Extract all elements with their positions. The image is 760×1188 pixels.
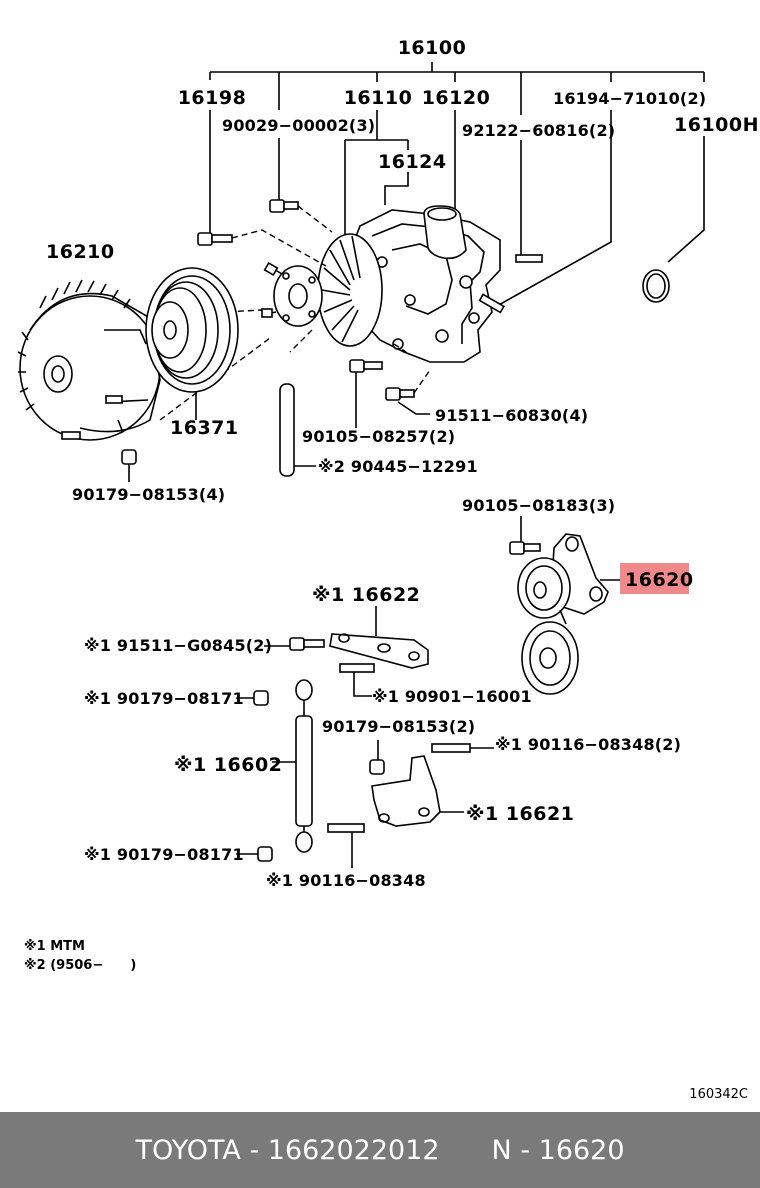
label-91511-60830: 91511−60830(4) <box>435 406 588 425</box>
footer-brand-part: TOYOTA - 1662022012 <box>135 1134 440 1166</box>
pump-bolts <box>197 199 543 428</box>
label-90179-08153-4: 90179−08153(4) <box>72 485 225 504</box>
bypass-hose <box>279 383 316 477</box>
label-16602: ※1 16602 <box>174 754 282 776</box>
label-92122: 92122−60816(2) <box>462 121 615 140</box>
legend-note-2: ※2 (9506− ) <box>24 958 136 973</box>
parts-diagram: 16100 16198 16110 16120 16194−71010(2) 1… <box>17 37 759 1102</box>
water-pump-assembly <box>261 205 501 363</box>
label-90116-08348-2: ※1 90116−08348(2) <box>495 735 681 754</box>
fan-pulley <box>145 267 239 420</box>
label-90116-08348: ※1 90116−08348 <box>266 871 426 890</box>
clutch-nut <box>121 449 137 482</box>
label-16100: 16100 <box>398 37 467 59</box>
clutch-pump-dashed <box>147 309 263 317</box>
label-90105-08183: 90105−08183(3) <box>462 496 615 515</box>
fan-clutch <box>17 279 161 441</box>
legend-note-1: ※1 MTM <box>24 939 85 954</box>
highlight-16620 <box>620 563 689 594</box>
label-90901: ※1 90901−16001 <box>372 687 532 706</box>
label-91511-g0845: ※1 91511−G0845(2) <box>84 636 272 655</box>
label-16100h: 16100H <box>674 114 759 136</box>
diagram-ref: 160342C <box>689 1087 748 1102</box>
label-90105-08257: 90105−08257(2) <box>302 427 455 446</box>
label-16120: 16120 <box>422 87 491 109</box>
label-90445: ※2 90445−12291 <box>318 457 478 476</box>
mtm-bracket-parts <box>253 606 494 868</box>
label-16371: 16371 <box>170 417 239 439</box>
label-16621: ※1 16621 <box>466 803 574 825</box>
label-16198: 16198 <box>178 87 247 109</box>
footer-bar: TOYOTA - 1662022012 N - 16620 <box>0 1112 760 1188</box>
label-90179-08153-2: 90179−08153(2) <box>322 717 475 736</box>
label-90029: 90029−00002(3) <box>222 116 375 135</box>
label-16210: 16210 <box>46 241 115 263</box>
label-16622: ※1 16622 <box>312 584 420 606</box>
label-16194: 16194−71010(2) <box>553 89 706 108</box>
belt-tensioner <box>509 516 622 695</box>
assembly-bracket-lines <box>209 62 705 307</box>
footer-ref-part: N - 16620 <box>491 1134 625 1166</box>
label-90179-08171-bottom: ※1 90179−08171 <box>84 845 244 864</box>
label-90179-08171-top: ※1 90179−08171 <box>84 689 244 708</box>
label-16124: 16124 <box>378 151 447 173</box>
label-16110: 16110 <box>344 87 413 109</box>
label-16620: 16620 <box>625 569 694 591</box>
